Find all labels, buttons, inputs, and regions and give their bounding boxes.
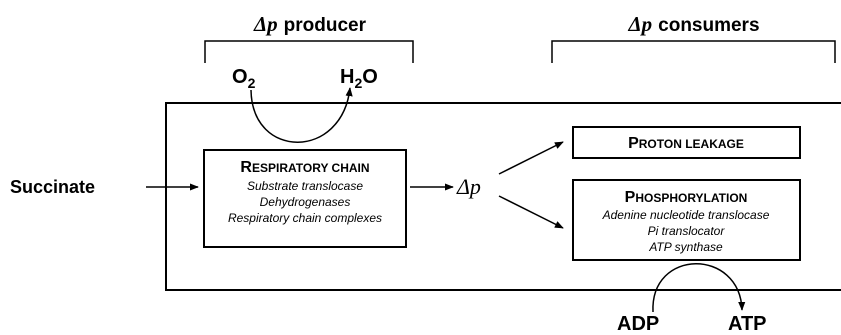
water-subscript: 2 (354, 75, 362, 91)
water-h: H (340, 66, 354, 88)
proton-leakage-title: PROTON LEAKAGE (628, 135, 744, 152)
producer-header: Δp producer (253, 12, 367, 36)
water-o: O (362, 66, 378, 88)
phosphorylation-title: PHOSPHORYLATION (625, 189, 748, 206)
producer-bracket (204, 40, 414, 63)
o2-to-h2o-arc (250, 87, 353, 143)
respiratory-chain-item: Respiratory chain complexes (228, 211, 382, 225)
consumers-bracket (551, 40, 836, 63)
producer-header-word: producer (284, 15, 367, 36)
adp-label: ADP (617, 313, 659, 335)
phosphorylation-item: Adenine nucleotide translocase (602, 208, 770, 222)
phosphorylation-box: PHOSPHORYLATION Adenine nucleotide trans… (572, 179, 801, 261)
delta-p-label: Δp (456, 174, 481, 199)
oxygen-label: O2 (232, 66, 256, 91)
oxygen-subscript: 2 (248, 75, 256, 91)
atp-label: ATP (728, 313, 767, 335)
respiratory-chain-item: Dehydrogenases (260, 195, 351, 209)
proton-leakage-box: PROTON LEAKAGE (572, 126, 801, 159)
consumers-header-symbol: Δp (627, 12, 652, 36)
respiratory-chain-box: RESPIRATORY CHAIN Substrate translocase … (203, 149, 407, 248)
phosphorylation-item: ATP synthase (648, 240, 723, 254)
consumers-header-word: consumers (658, 15, 759, 36)
membrane-compartment (165, 102, 841, 291)
respiratory-chain-item: Substrate translocase (247, 179, 363, 193)
phosphorylation-item: Pi translocator (648, 224, 726, 238)
oxygen-symbol: O (232, 66, 248, 88)
producer-header-symbol: Δp (253, 12, 278, 36)
dp-to-leakage-arrow (498, 141, 564, 175)
dp-to-phosphorylation-arrow (498, 195, 564, 229)
adp-to-atp-arc (652, 263, 746, 313)
respiratory-chain-title: RESPIRATORY CHAIN (240, 159, 369, 176)
consumers-header: Δp consumers (627, 12, 759, 36)
water-label: H2O (340, 66, 378, 91)
succinate-label: Succinate (10, 177, 95, 197)
